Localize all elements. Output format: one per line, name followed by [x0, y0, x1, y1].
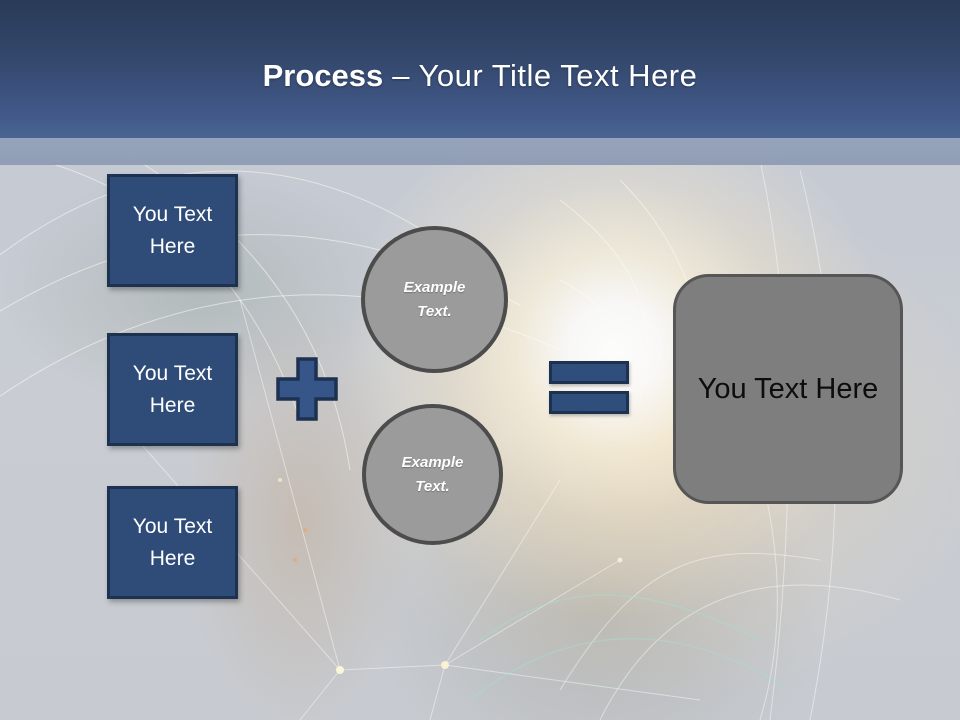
example-circle-2[interactable]: Example Text.: [362, 404, 503, 545]
example-circle-1[interactable]: Example Text.: [361, 226, 508, 373]
input-box-2-label: You Text Here: [132, 362, 213, 417]
header-accent-band: [0, 138, 960, 165]
input-box-3-label: You Text Here: [132, 515, 213, 570]
result-box-label: You Text Here: [697, 372, 879, 405]
input-box-2[interactable]: You Text Here: [107, 333, 238, 446]
title-bar: Process– Your Title Text Here: [0, 0, 960, 138]
slide-title-subtitle: – Your Title Text Here: [392, 57, 698, 93]
slide-title-keyword: Process: [262, 57, 384, 93]
input-box-3[interactable]: You Text Here: [107, 486, 238, 599]
result-box[interactable]: You Text Here: [673, 274, 903, 504]
plus-icon[interactable]: [275, 356, 339, 422]
equals-icon[interactable]: [549, 361, 629, 415]
equals-bottom-bar: [549, 391, 629, 414]
input-box-1[interactable]: You Text Here: [107, 174, 238, 287]
input-box-1-label: You Text Here: [132, 203, 213, 258]
example-circle-2-label: Example Text.: [401, 454, 464, 495]
example-circle-1-label: Example Text.: [403, 279, 466, 320]
slide-title: Process– Your Title Text Here: [263, 60, 698, 91]
equals-top-bar: [549, 361, 629, 384]
